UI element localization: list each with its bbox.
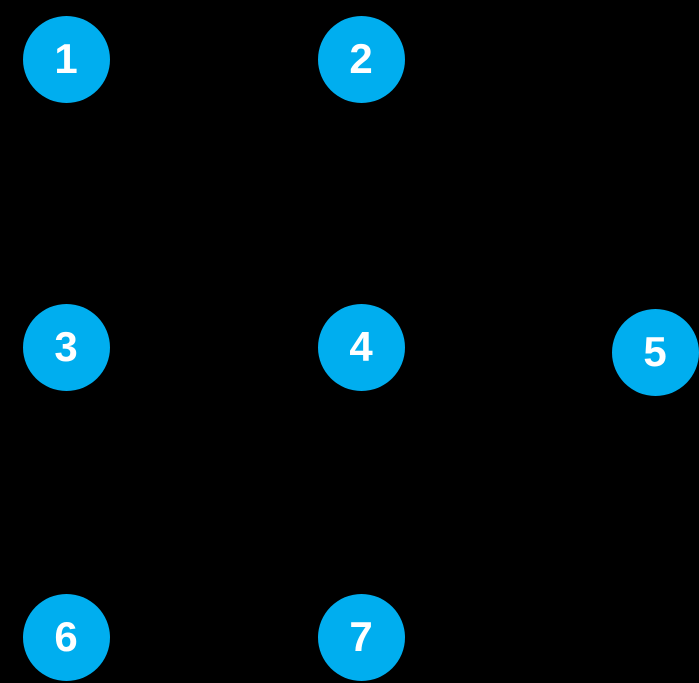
numbered-marker-7[interactable]: 7 xyxy=(317,593,405,681)
marker-label: 1 xyxy=(54,35,78,82)
marker-label: 6 xyxy=(54,613,78,660)
numbered-marker-2[interactable]: 2 xyxy=(317,15,405,103)
numbered-marker-5[interactable]: 5 xyxy=(611,308,699,396)
marker-label: 3 xyxy=(54,323,78,370)
numbered-marker-4[interactable]: 4 xyxy=(317,303,405,391)
marker-label: 4 xyxy=(349,323,373,370)
marker-label: 7 xyxy=(349,613,373,660)
marker-label: 5 xyxy=(643,328,667,375)
numbered-marker-6[interactable]: 6 xyxy=(22,593,110,681)
numbered-marker-3[interactable]: 3 xyxy=(22,303,110,391)
numbered-marker-1[interactable]: 1 xyxy=(22,15,110,103)
marker-label: 2 xyxy=(349,35,373,82)
